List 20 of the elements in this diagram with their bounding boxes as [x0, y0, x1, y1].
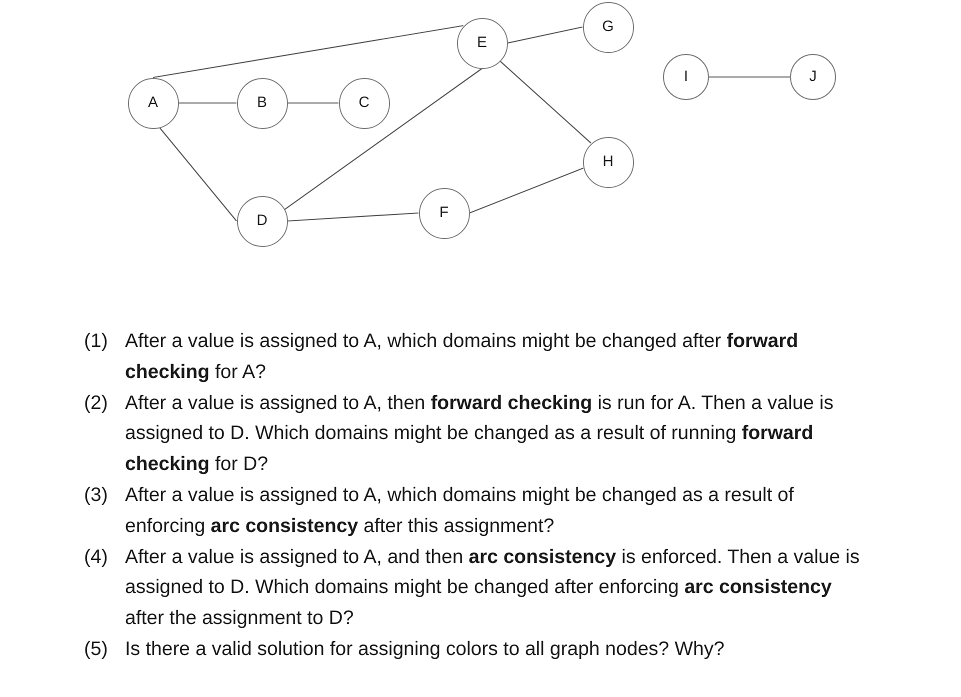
edge-line — [159, 127, 237, 222]
question-text: After a value is assigned to A, which domains might be changed as a result of enforcing arc consistency after this assignment? — [125, 482, 795, 539]
question-text: After a value is assigned to A, and then arc consistency is enforced. Then a value is assigned to D. Which domains might be changed after enforcing arc consistency after the assignment to D? — [125, 544, 861, 632]
question-text: Is there a valid solution for assigning colors to all graph nodes? Why? — [125, 636, 726, 662]
edge-line — [507, 26, 583, 44]
edge-line — [178, 102, 236, 104]
question-number: (3) — [84, 482, 109, 508]
edge-line — [709, 76, 790, 78]
question-text: After a value is assigned to A, which domains might be changed after forward checking for A? — [125, 329, 800, 385]
question-text: After a value is assigned to A, then forward checking is run for A. Then a value is assigned to D. Which domains might be changed as a result of running forward checking for D? — [125, 390, 835, 478]
edge-line — [288, 102, 338, 104]
edge-line — [287, 212, 419, 222]
edge-line — [284, 68, 482, 210]
question-number: (2) — [84, 390, 109, 416]
edge-line — [152, 25, 464, 78]
question-number: (1) — [84, 329, 109, 354]
edge-line — [469, 168, 584, 214]
question-number: (5) — [84, 636, 109, 662]
edge-line — [500, 60, 592, 144]
question-number: (4) — [84, 544, 109, 570]
